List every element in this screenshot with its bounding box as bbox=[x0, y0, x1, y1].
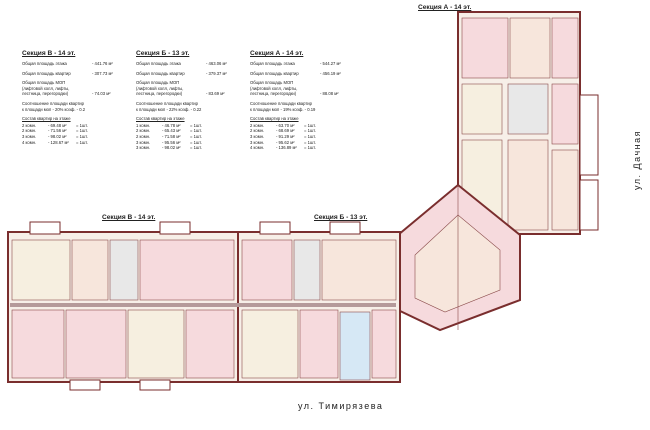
apartment-row: 2 комн.- 63.70 м²= 1шт. bbox=[250, 122, 316, 128]
section-b-info: Секция Б - 13 эт. Общая площадь этажа - 4… bbox=[136, 50, 246, 151]
street-name-right: ул. Дачная bbox=[632, 130, 642, 190]
apartments-area-value: - 456.19 м² bbox=[320, 70, 341, 76]
section-v-title: Секция В - 14 эт. bbox=[22, 50, 76, 57]
ratio-label: Соотношение площади квартир bbox=[136, 100, 198, 106]
apartment-list-title: Состав квартир на этаже bbox=[136, 116, 185, 122]
apartment-row: 1 комн.- 46.78 м²= 1шт. bbox=[136, 122, 202, 128]
floor-area-value: - 441.76 м² bbox=[92, 61, 113, 66]
mop-value: - 74.03 м² bbox=[92, 91, 111, 97]
apartment-row: 4 комн.- 128.67 м²= 1шт. bbox=[22, 139, 88, 145]
apartment-row: 2 комн.- 71.58 м²= 1шт. bbox=[136, 133, 202, 139]
apartment-row: 2 комн.- 65.43 м²= 1шт. bbox=[136, 128, 202, 134]
apartment-row: 3 комн.- 98.02 м²= 1шт. bbox=[136, 145, 202, 151]
ratio-label-2: к площади моп - 22% коэф. - 0.22 bbox=[136, 106, 202, 112]
mop-label: Общая площадь МОП bbox=[250, 80, 294, 86]
mop-label: Общая площадь МОП bbox=[22, 80, 66, 86]
apartment-row: 3 комн.- 91.29 м²= 1шт. bbox=[250, 133, 316, 139]
apartment-list-title: Состав квартир на этаже bbox=[250, 116, 299, 122]
ratio-label-2: к площади моп - 20% коэф. - 0.2 bbox=[22, 106, 86, 112]
apartment-row: 2 комн.- 68.69 м²= 1шт. bbox=[250, 128, 316, 134]
mop-label-2: (лифтовой холл, лифты, bbox=[22, 85, 70, 91]
apartment-row: 2 комн.- 69.48 м²= 1шт. bbox=[22, 122, 88, 128]
floor-area-label: Общая площадь этажа bbox=[136, 61, 181, 66]
section-b-plan bbox=[237, 221, 401, 383]
plan-label-section-v: Секция В - 14 эт. bbox=[102, 214, 156, 221]
apartments-area-label: Общая площадь квартир bbox=[136, 70, 185, 76]
mop-value: - 83.69 м² bbox=[206, 91, 225, 97]
ratio-label-2: к площади моп - 19% коэф. - 0.19 bbox=[250, 106, 316, 112]
section-connector-plan bbox=[397, 183, 521, 332]
ratio-label: Соотношение площади квартир bbox=[22, 100, 84, 106]
ratio-label: Соотношение площади квартир bbox=[250, 100, 312, 106]
plan-label-section-b: Секция Б - 13 эт. bbox=[314, 214, 368, 221]
floor-area-value: - 463.06 м² bbox=[206, 61, 227, 66]
mop-label-2: (лифтовой холл, лифты, bbox=[136, 85, 184, 91]
apartments-area-value: - 379.37 м² bbox=[206, 70, 227, 76]
apartments-area-label: Общая площадь квартир bbox=[250, 70, 299, 76]
section-a-plan bbox=[457, 11, 599, 235]
street-name-bottom: ул. Тимирязева bbox=[298, 401, 384, 411]
floor-area-label: Общая площадь этажа bbox=[250, 61, 295, 66]
apartment-row: 4 комн.- 136.89 м²= 1шт. bbox=[250, 145, 316, 151]
plan-label-section-a: Секция А - 14 эт. bbox=[418, 4, 472, 11]
mop-label-3: лестница, перегородки) bbox=[22, 91, 69, 97]
section-a-info: Секция А - 14 эт. Общая площадь этажа - 5… bbox=[250, 50, 362, 151]
mop-label-2: (лифтовой холл, лифты, bbox=[250, 85, 298, 91]
mop-label: Общая площадь МОП bbox=[136, 80, 180, 86]
apartment-row: 2 комн.- 71.56 м²= 1шт. bbox=[22, 128, 88, 134]
mop-label-3: лестница, перегородки) bbox=[136, 91, 183, 97]
mop-value: - 88.08 м² bbox=[320, 91, 339, 97]
apartment-list-title: Состав квартир на этаже bbox=[22, 116, 71, 122]
apartments-area-value: - 307.73 м² bbox=[92, 70, 113, 76]
floor-area-label: Общая площадь этажа bbox=[22, 61, 67, 66]
apartment-row: 3 комн.- 98.02 м²= 1шт. bbox=[22, 133, 88, 139]
mop-label-3: лестница, перегородки) bbox=[250, 91, 297, 97]
apartment-row: 3 комн.- 95.56 м²= 1шт. bbox=[136, 139, 202, 145]
section-v-info: Секция В - 14 эт. Общая площадь этажа - 4… bbox=[22, 50, 132, 145]
floor-area-value: - 544.27 м² bbox=[320, 61, 341, 66]
apartments-area-label: Общая площадь квартир bbox=[22, 70, 71, 76]
section-b-title: Секция Б - 13 эт. bbox=[136, 50, 190, 57]
apartment-row: 3 комн.- 95.62 м²= 1шт. bbox=[250, 139, 316, 145]
section-a-title: Секция А - 14 эт. bbox=[250, 50, 304, 57]
